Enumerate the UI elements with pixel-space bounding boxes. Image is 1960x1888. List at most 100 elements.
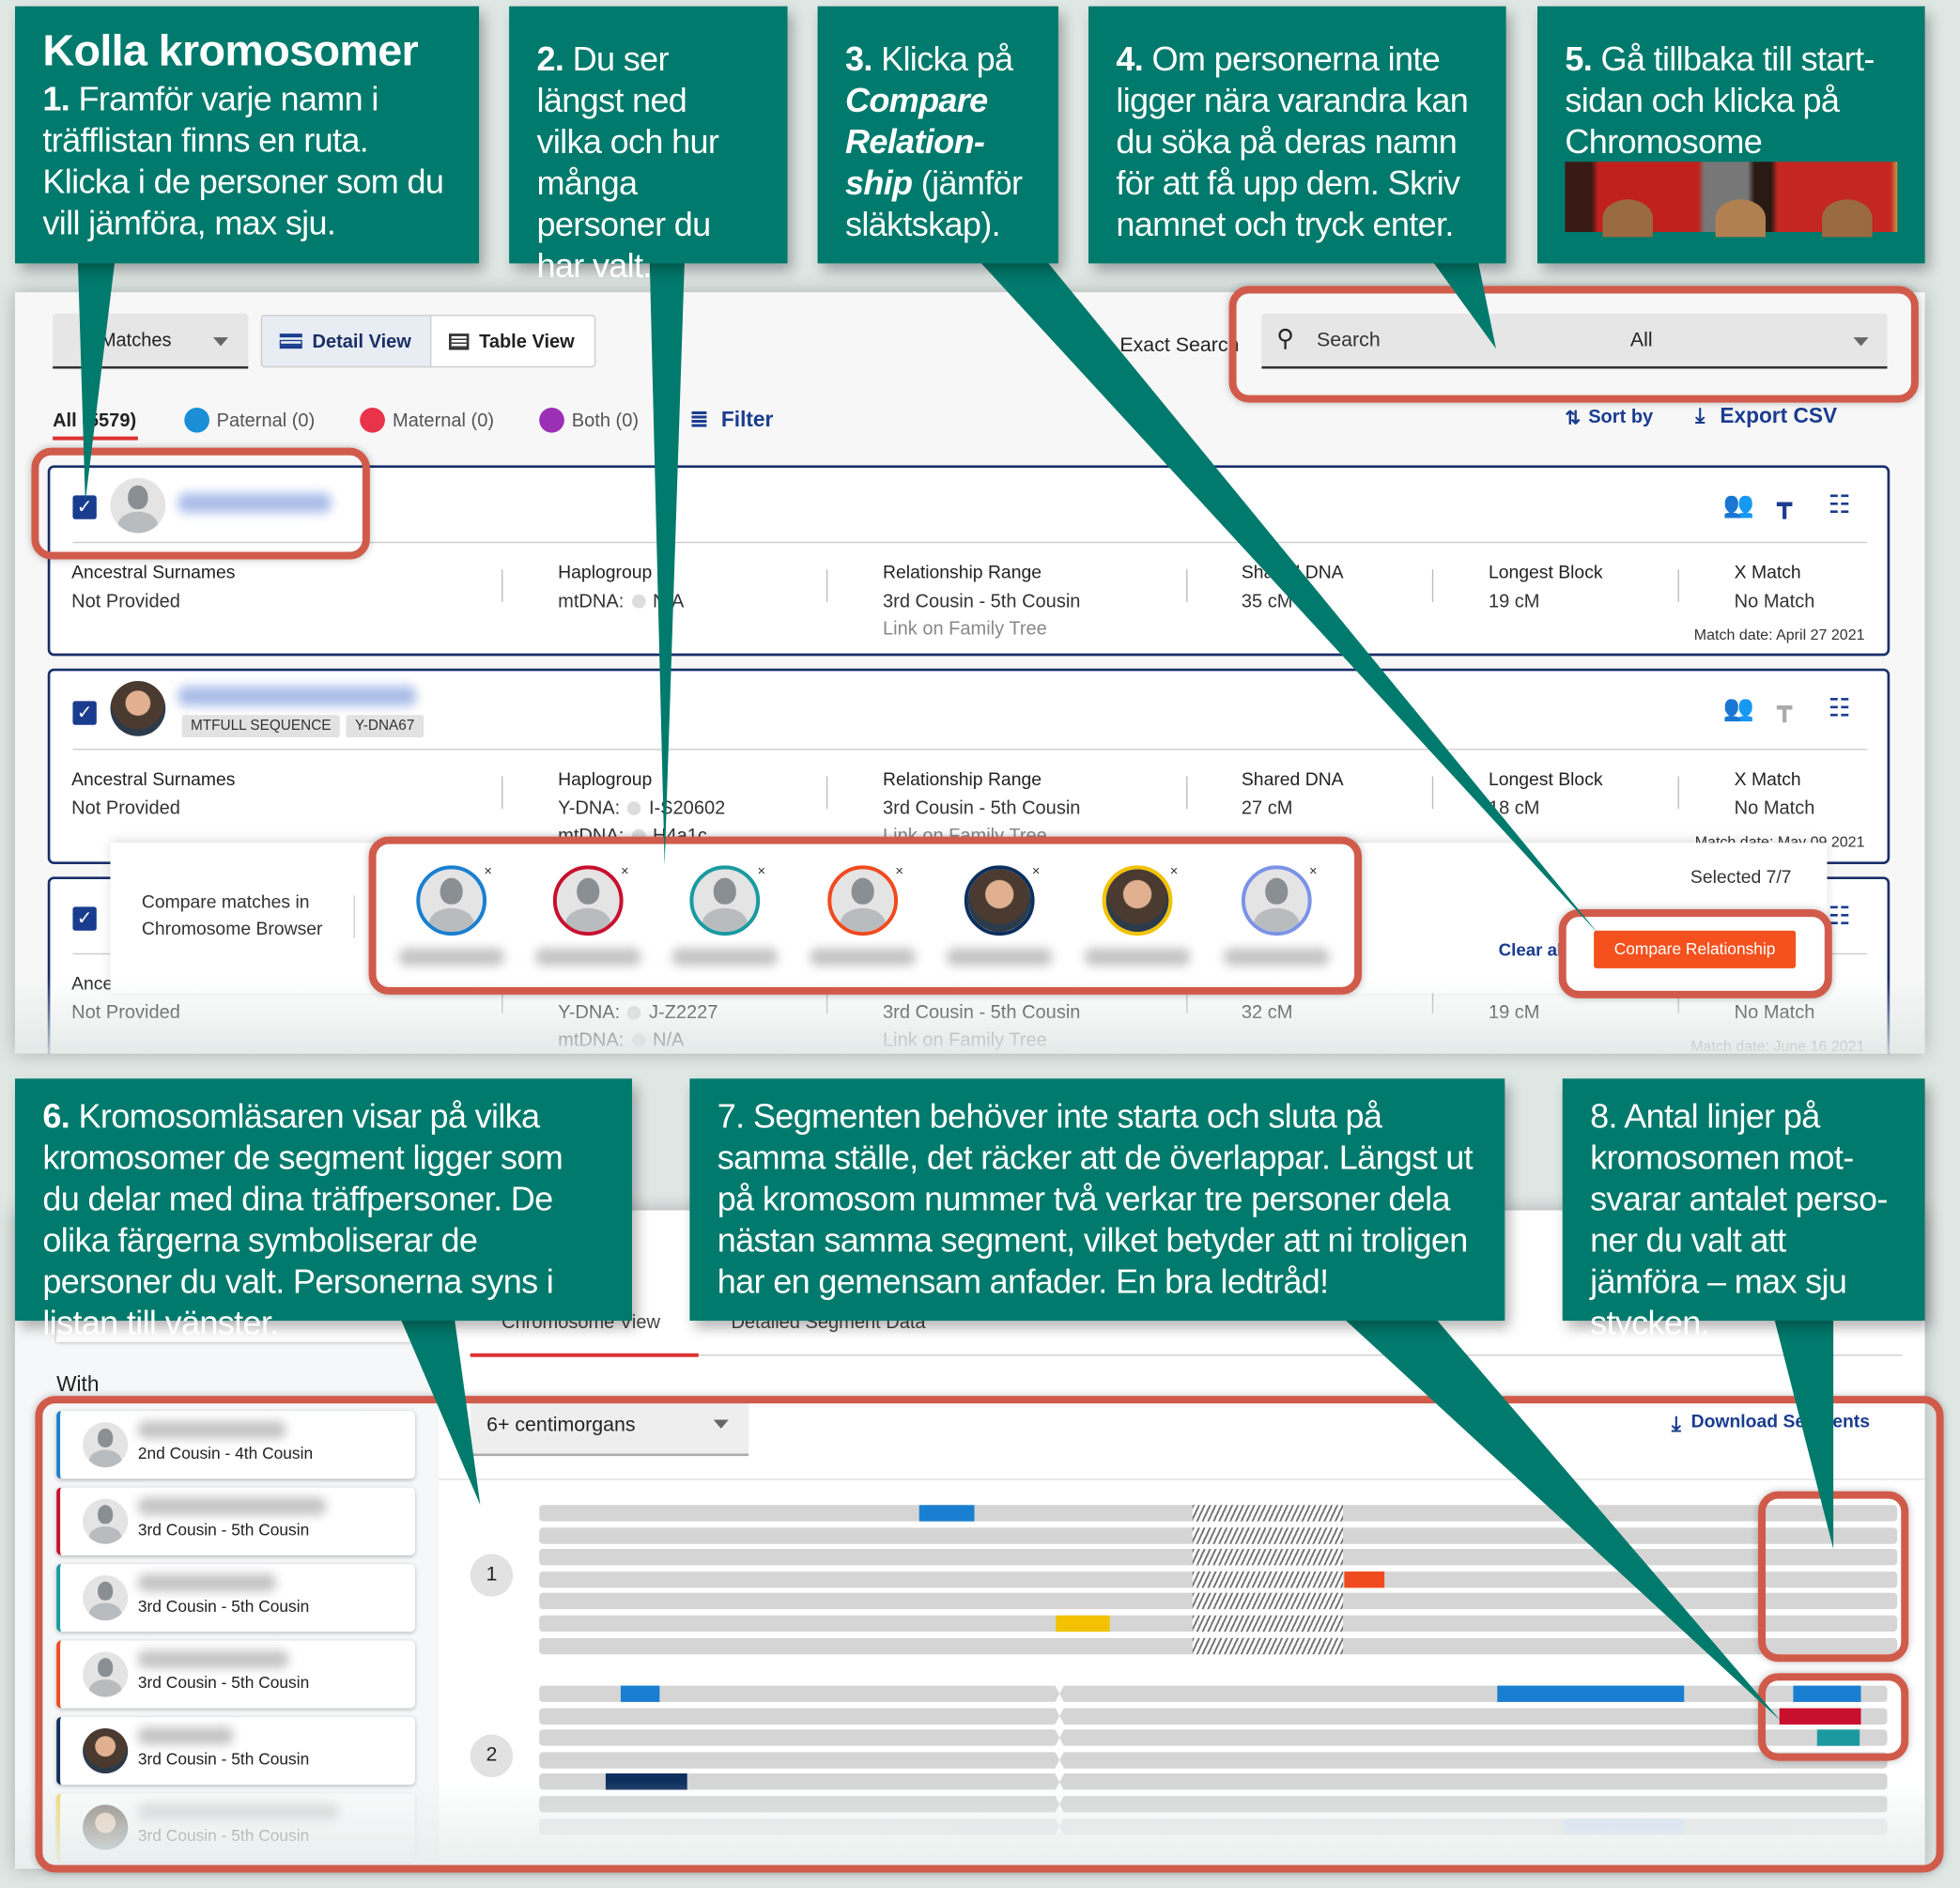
threshold-dropdown[interactable]: 6+ centimorgans: [470, 1397, 749, 1457]
remove-person-icon[interactable]: ×: [757, 863, 766, 880]
shared-segment[interactable]: [919, 1505, 974, 1522]
shared-segment[interactable]: [1793, 1685, 1860, 1702]
avatar-ring: [964, 865, 1035, 936]
tab-label: Paternal (0): [216, 409, 316, 431]
sort-by-button[interactable]: ⇅ Sort by: [1565, 407, 1653, 429]
divider: [72, 541, 1868, 544]
notes-icon[interactable]: ☷: [1828, 488, 1851, 519]
chevron-down-icon: [1853, 337, 1869, 347]
pointer-8: [1773, 1314, 1834, 1550]
family-tree-link[interactable]: Link on Family Tree: [883, 618, 1047, 640]
avatar-ring: [827, 865, 899, 936]
export-csv-button[interactable]: ⤓ Export CSV: [1695, 404, 1837, 429]
centromere: [1192, 1593, 1344, 1610]
comparison-list-item[interactable]: 3rd Cousin - 5th Cousin: [56, 1487, 415, 1555]
column-divider: [1677, 776, 1679, 810]
remove-person-icon[interactable]: ×: [1309, 863, 1318, 880]
search-input[interactable]: Search: [1317, 330, 1381, 351]
remove-person-icon[interactable]: ×: [620, 863, 629, 880]
column-label-surnames: Ancestral Surnames: [71, 563, 236, 583]
family-tree-icon[interactable]: ┳: [1777, 692, 1793, 723]
surnames-value: Not Provided: [71, 797, 180, 819]
selected-person[interactable]: ×: [535, 863, 666, 978]
search-scope-select[interactable]: All: [1629, 330, 1653, 351]
tab-label: Maternal (0): [393, 409, 495, 431]
match-name[interactable]: [177, 686, 417, 706]
selected-person[interactable]: ×: [947, 863, 1077, 978]
column-label-shared: Shared DNA: [1241, 769, 1344, 791]
compare-relationship-button[interactable]: Compare Relationship: [1594, 930, 1797, 968]
tab-filter[interactable]: Maternal (0): [360, 407, 494, 434]
haplogroup-id: I-S20602: [648, 797, 726, 819]
detail-view-button[interactable]: Detail View: [260, 315, 432, 368]
comparison-list-item[interactable]: 3rd Cousin - 5th Cousin: [56, 1716, 415, 1786]
filter-paternal-icon: [183, 407, 209, 433]
filter-maternal-icon: [360, 407, 386, 433]
callout-7: 7. Segmenten behöver inte starta och slu…: [689, 1078, 1505, 1322]
avatar-head-icon: [97, 1581, 114, 1601]
filter-icon: ≣: [689, 406, 709, 432]
callout-emphasis: Compare Relation-ship: [844, 81, 988, 202]
remove-person-icon[interactable]: ×: [1169, 863, 1179, 880]
comparison-list-item[interactable]: 3rd Cousin - 5th Cousin: [56, 1564, 415, 1633]
match-checkbox[interactable]: ✓: [72, 906, 97, 931]
test-tag: Y-DNA67: [346, 715, 424, 738]
chevron-down-icon: [212, 337, 229, 347]
match-name: [137, 1726, 234, 1745]
selected-person[interactable]: ×: [1224, 863, 1354, 978]
exact-search-label: Exact Search: [1119, 334, 1240, 357]
step-number: 6.: [42, 1097, 70, 1136]
table-view-button[interactable]: Table View: [429, 315, 596, 368]
shared-segment[interactable]: [620, 1685, 659, 1702]
callout-text: 8. Antal linjer på kromosomen mot-svarar…: [1590, 1097, 1888, 1342]
selected-person[interactable]: ×: [1084, 863, 1215, 978]
callout-text: (jämför släktskap).: [844, 163, 1023, 244]
tab-filter[interactable]: Both (0): [539, 407, 639, 434]
column-divider: [1186, 569, 1188, 602]
search-field[interactable]: ⚲ Search All: [1261, 313, 1888, 369]
filter-button[interactable]: ≣ Filter: [689, 407, 773, 433]
selected-person[interactable]: ×: [810, 863, 940, 978]
relationship-people-icon[interactable]: 👥: [1722, 692, 1754, 723]
match-name: [137, 1497, 327, 1515]
remove-person-icon[interactable]: ×: [1031, 863, 1041, 880]
comparison-list-item[interactable]: 2nd Cousin - 4th Cousin: [56, 1411, 415, 1479]
match-checkbox[interactable]: ✓: [72, 701, 97, 725]
selected-person[interactable]: ×: [671, 863, 802, 978]
match-checkbox[interactable]: ✓: [72, 495, 97, 519]
tab-filter[interactable]: Paternal (0): [183, 407, 316, 434]
shared-segment[interactable]: [1497, 1685, 1684, 1702]
avatar-ring: [689, 865, 761, 936]
match-date: Match date: April 27 2021: [1693, 626, 1865, 643]
relationship-range: 2nd Cousin - 4th Cousin: [137, 1443, 314, 1462]
comparison-list-item[interactable]: 3rd Cousin - 5th Cousin: [56, 1640, 415, 1709]
highlight-search: [1228, 286, 1919, 403]
remove-person-icon[interactable]: ×: [484, 863, 493, 880]
shared-segment[interactable]: [1779, 1708, 1860, 1725]
family-tree-icon[interactable]: ┳: [1777, 488, 1793, 519]
relationship-value: 3rd Cousin - 5th Cousin: [883, 590, 1081, 612]
detail-view-label: Detail View: [312, 330, 411, 352]
selected-person-name: [1224, 948, 1330, 967]
callout-1: Kolla kromosomer 1. Framför varje namn i…: [15, 6, 480, 264]
shared-segment[interactable]: [1055, 1615, 1110, 1633]
remove-person-icon[interactable]: ×: [895, 863, 903, 880]
shared-dna-value: 35 cM: [1241, 590, 1293, 612]
notes-icon[interactable]: ☷: [1828, 900, 1851, 931]
shared-segment[interactable]: [1344, 1571, 1384, 1588]
pointer-2: [649, 256, 686, 866]
selected-person[interactable]: ×: [398, 863, 529, 978]
sort-by-label: Sort by: [1588, 406, 1654, 428]
match-name[interactable]: [177, 492, 332, 514]
shared-segment[interactable]: [1816, 1729, 1860, 1746]
chromosome-row: [539, 1637, 1898, 1654]
clear-all-link[interactable]: Clear all: [1498, 939, 1567, 960]
relationship-range: 3rd Cousin - 5th Cousin: [137, 1749, 310, 1769]
relationship-people-icon[interactable]: 👥: [1722, 488, 1754, 519]
filter-label: Filter: [720, 407, 774, 431]
selected-person-name: [671, 948, 778, 967]
step-number: 1.: [42, 80, 70, 118]
notes-icon[interactable]: ☷: [1828, 692, 1851, 723]
